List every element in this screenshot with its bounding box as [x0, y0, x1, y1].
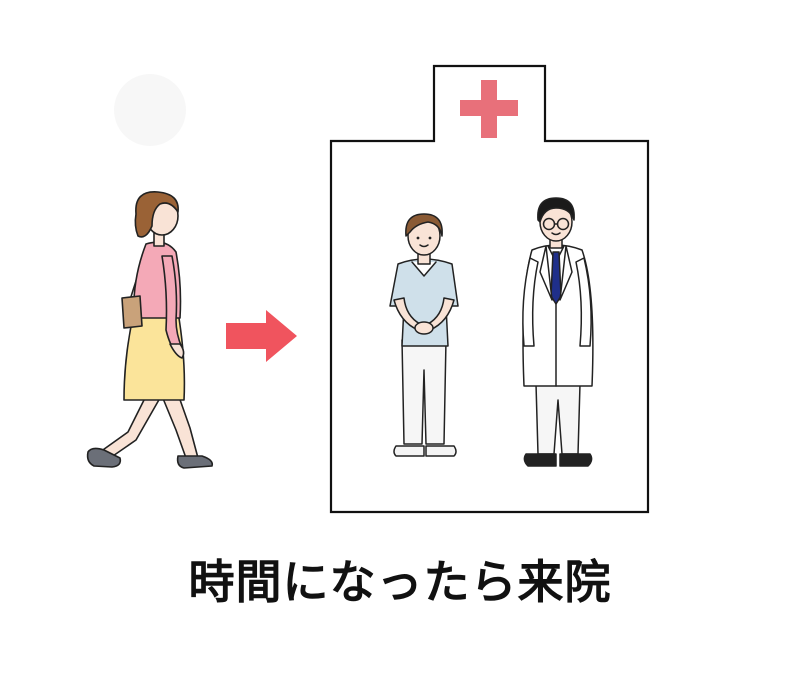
doctor-icon [522, 197, 594, 467]
nurse-icon [389, 213, 459, 457]
faint-circle-decoration [114, 74, 186, 146]
caption-text: 時間になったら来院 [188, 555, 612, 609]
right-arrow-icon [226, 310, 297, 362]
walking-woman-icon [86, 191, 214, 469]
red-cross-icon [460, 80, 518, 138]
